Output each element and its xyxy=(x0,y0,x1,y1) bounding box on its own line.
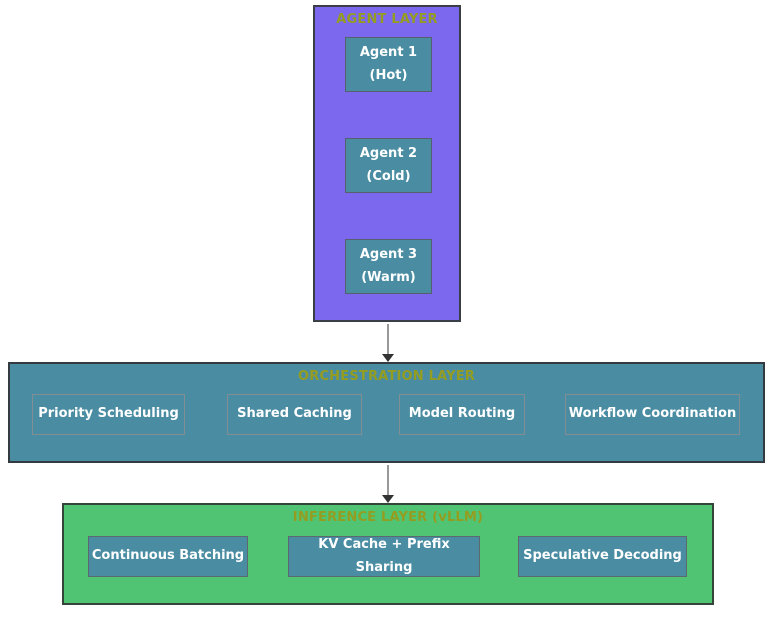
node-agent-2: Agent 2 (Cold) xyxy=(345,138,432,193)
orchestration-layer-container: ORCHESTRATION LAYER Priority Scheduling … xyxy=(8,362,765,463)
node-shared-caching: Shared Caching xyxy=(227,394,362,435)
node-agent-1-label: Agent 1 (Hot) xyxy=(359,45,418,83)
node-kv-cache-prefix-sharing: KV Cache + Prefix Sharing xyxy=(288,536,480,577)
node-model-routing: Model Routing xyxy=(399,394,525,435)
agent-layer-container: AGENT LAYER Agent 1 (Hot) Agent 2 (Cold)… xyxy=(313,5,461,322)
node-priority-scheduling: Priority Scheduling xyxy=(32,394,185,435)
arrow-orchestration-to-inference xyxy=(387,465,389,496)
node-kv-cache-prefix-sharing-label: KV Cache + Prefix Sharing xyxy=(318,537,450,575)
arrowhead-down-icon xyxy=(382,495,394,503)
node-agent-1: Agent 1 (Hot) xyxy=(345,37,432,92)
orchestration-layer-title: ORCHESTRATION LAYER xyxy=(297,369,476,384)
node-continuous-batching: Continuous Batching xyxy=(88,536,248,577)
node-workflow-coordination: Workflow Coordination xyxy=(565,394,740,435)
inference-layer-container: INFERENCE LAYER (vLLM) Continuous Batchi… xyxy=(62,503,714,605)
node-workflow-coordination-label: Workflow Coordination xyxy=(568,406,737,422)
agent-layer-title: AGENT LAYER xyxy=(336,12,438,27)
node-model-routing-label: Model Routing xyxy=(408,406,516,422)
node-speculative-decoding-label: Speculative Decoding xyxy=(523,548,682,564)
arrowhead-down-icon xyxy=(382,354,394,362)
node-priority-scheduling-label: Priority Scheduling xyxy=(38,406,179,422)
inference-layer-title: INFERENCE LAYER (vLLM) xyxy=(292,510,484,525)
node-agent-3: Agent 3 (Warm) xyxy=(345,239,432,294)
node-agent-2-label: Agent 2 (Cold) xyxy=(359,146,418,184)
arrow-agent-to-orchestration xyxy=(387,324,389,355)
node-continuous-batching-label: Continuous Batching xyxy=(91,548,245,564)
node-agent-3-label: Agent 3 (Warm) xyxy=(359,247,418,285)
node-shared-caching-label: Shared Caching xyxy=(237,406,352,422)
node-speculative-decoding: Speculative Decoding xyxy=(518,536,687,577)
